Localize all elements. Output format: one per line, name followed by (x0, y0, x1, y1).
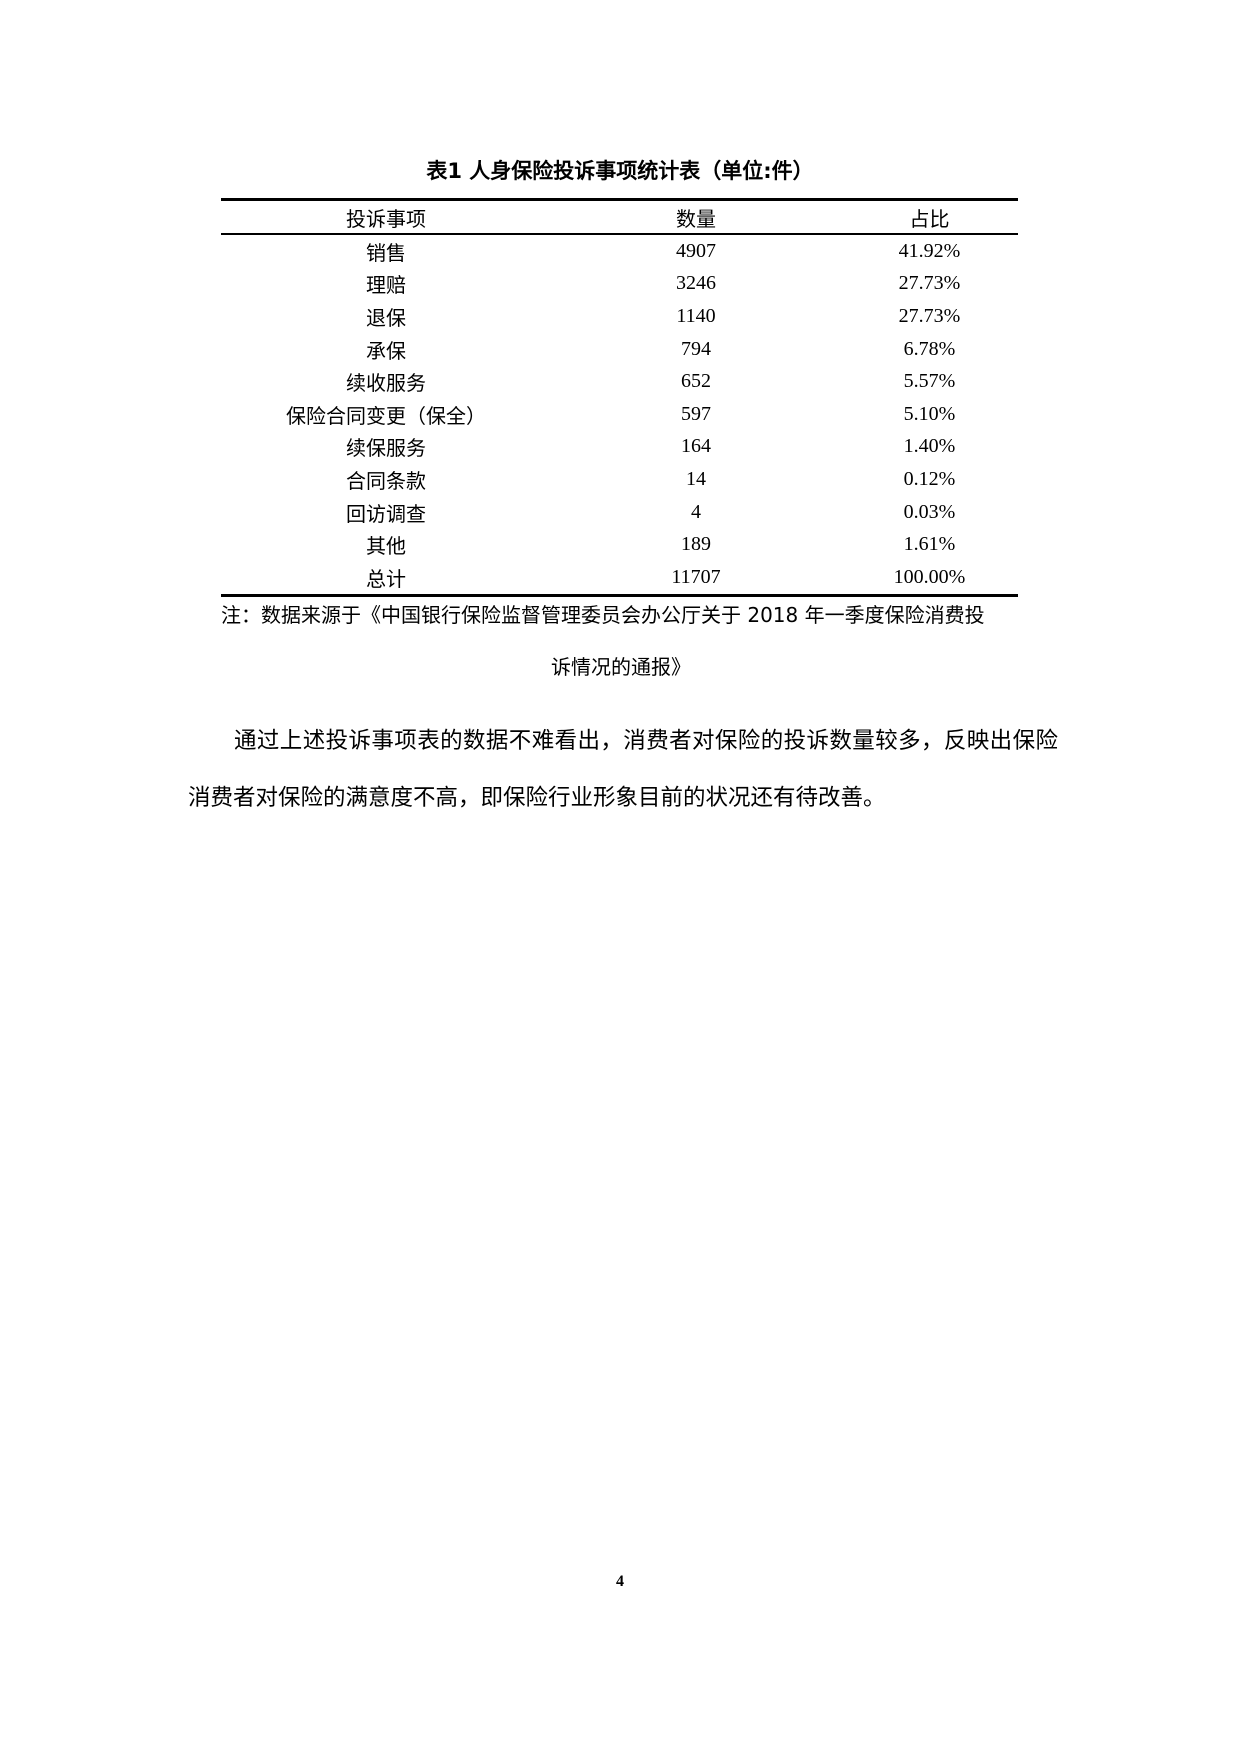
cell-count: 652 (681, 370, 711, 393)
complaint-statistics-table: 投诉事项 数量 占比 销售 4907 41.92% 理赔 3246 27.73%… (221, 198, 1018, 597)
table-row: 续收服务 652 5.57% (221, 365, 1018, 398)
table-caption: 表1 人身保险投诉事项统计表（单位:件） (426, 159, 814, 183)
cell-item: 退保 (366, 307, 406, 330)
table-row: 承保 794 6.78% (221, 333, 1018, 366)
table-header-row: 投诉事项 数量 占比 (221, 199, 1018, 234)
cell-count: 4907 (676, 239, 716, 262)
cell-item: 承保 (366, 340, 406, 363)
table-row: 理赔 3246 27.73% (221, 268, 1018, 301)
table-row: 退保 1140 27.73% (221, 300, 1018, 333)
header-item: 投诉事项 (346, 208, 426, 231)
cell-count: 597 (681, 402, 711, 425)
cell-item: 回访调查 (346, 503, 426, 526)
table-row: 续保服务 164 1.40% (221, 431, 1018, 464)
cell-share: 6.78% (903, 337, 956, 360)
cell-share: 0.12% (903, 467, 956, 490)
cell-count: 164 (681, 435, 711, 458)
table-row: 其他 189 1.61% (221, 528, 1018, 561)
cell-item: 销售 (366, 242, 406, 265)
cell-share: 27.73% (898, 272, 961, 295)
table-source-note: 注：数据来源于《中国银行保险监督管理委员会办公厅关于 2018 年一季度保险消费… (221, 600, 1061, 682)
cell-count: 794 (681, 337, 711, 360)
note-line-2: 诉情况的通报》 (551, 655, 691, 679)
table-total-row: 总计 11707 100.00% (221, 561, 1018, 596)
cell-count: 14 (686, 467, 706, 490)
cell-count: 3246 (676, 272, 716, 295)
cell-count: 189 (681, 533, 711, 556)
cell-item: 续保服务 (346, 438, 426, 461)
cell-share: 5.57% (903, 370, 956, 393)
cell-share: 27.73% (898, 304, 961, 327)
cell-item: 总计 (366, 568, 406, 591)
cell-count: 11707 (671, 565, 721, 588)
cell-item: 其他 (366, 536, 406, 559)
header-count: 数量 (676, 208, 716, 231)
cell-share: 1.40% (903, 435, 956, 458)
table-row: 销售 4907 41.92% (221, 234, 1018, 268)
table-row: 合同条款 14 0.12% (221, 463, 1018, 496)
note-line-1: 注：数据来源于《中国银行保险监督管理委员会办公厅关于 2018 年一季度保险消费… (221, 603, 985, 627)
header-share: 占比 (909, 208, 950, 231)
cell-item: 保险合同变更（保全） (286, 405, 486, 428)
cell-share: 5.10% (903, 402, 956, 425)
cell-item: 理赔 (366, 275, 406, 298)
cell-item: 续收服务 (346, 373, 426, 396)
cell-item: 合同条款 (346, 470, 426, 493)
cell-share: 1.61% (903, 533, 956, 556)
cell-count: 1140 (676, 304, 716, 327)
cell-count: 4 (691, 500, 701, 523)
cell-share: 41.92% (898, 239, 961, 262)
table-row: 回访调查 4 0.03% (221, 496, 1018, 529)
cell-share: 100.00% (893, 565, 966, 588)
table-row: 保险合同变更（保全） 597 5.10% (221, 398, 1018, 431)
page-number: 4 (616, 1573, 624, 1590)
cell-share: 0.03% (903, 500, 956, 523)
body-paragraph: 通过上述投诉事项表的数据不难看出，消费者对保险的投诉数量较多，反映出保险消费者对… (188, 727, 1058, 811)
